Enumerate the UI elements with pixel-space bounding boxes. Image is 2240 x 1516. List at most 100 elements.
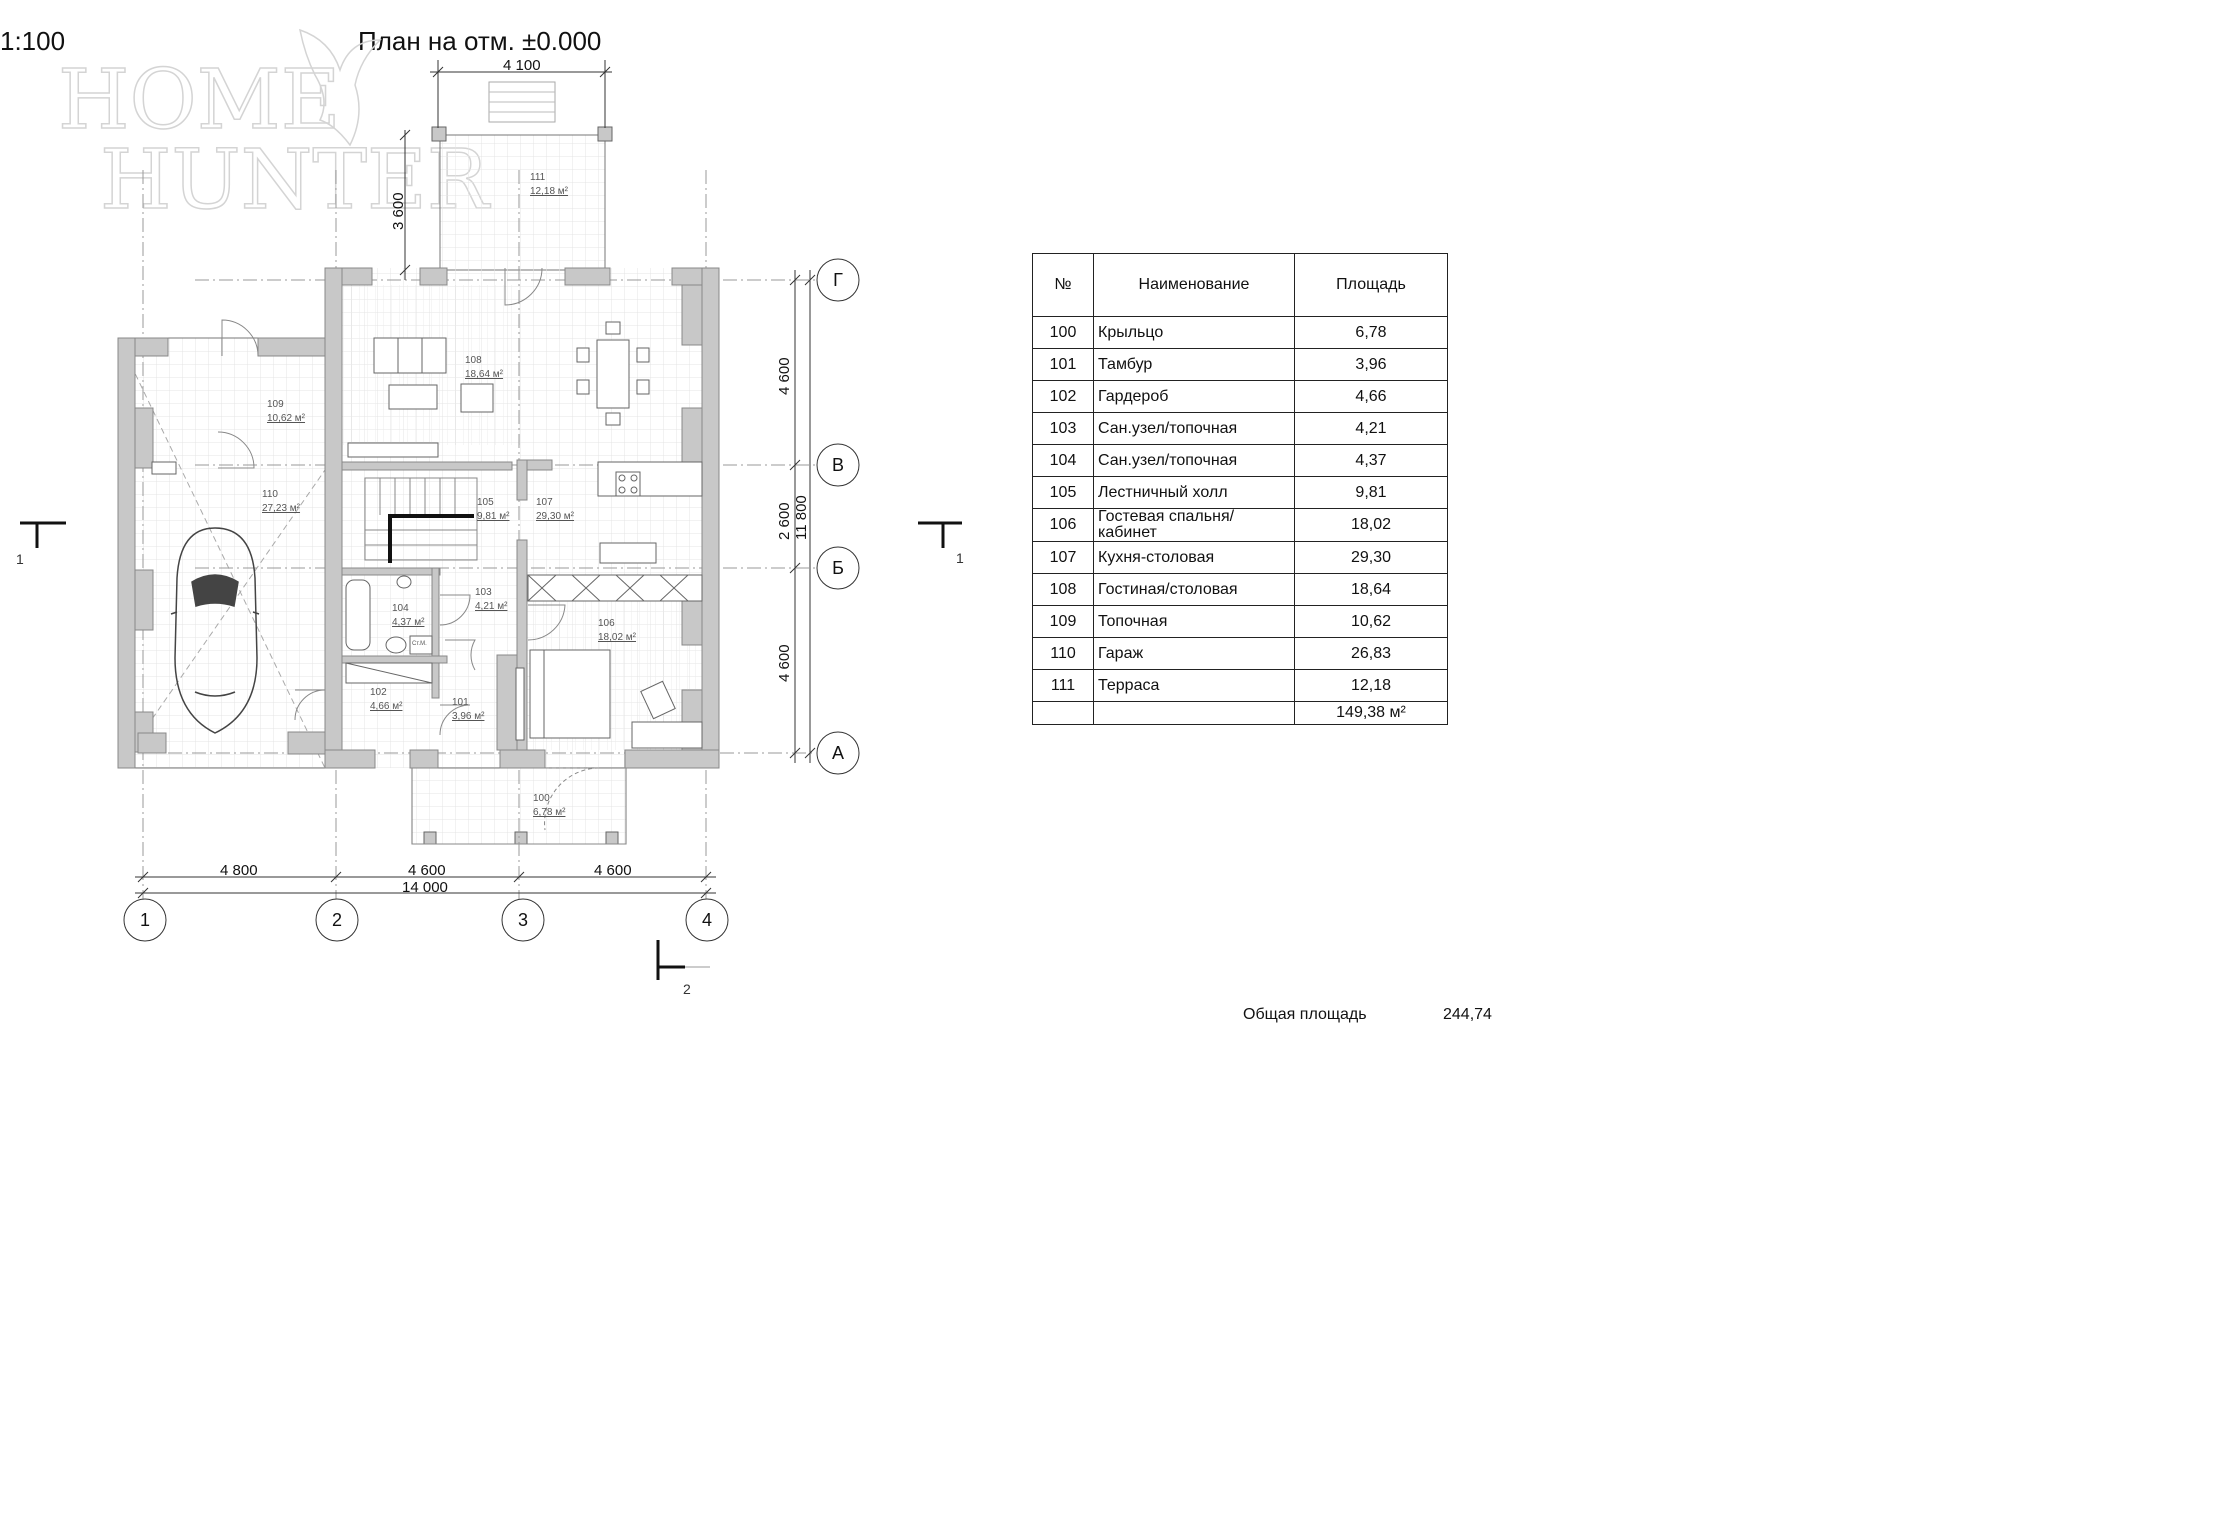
watermark-line1: HOME: [58, 53, 341, 148]
svg-text:4,37 м²: 4,37 м²: [392, 617, 425, 628]
svg-text:103: 103: [475, 587, 492, 598]
svg-text:10,62 м²: 10,62 м²: [267, 413, 306, 424]
svg-text:105: 105: [477, 497, 494, 508]
axis-row-b: Б: [832, 558, 844, 578]
svg-text:104: 104: [392, 603, 409, 614]
svg-text:27,23 м²: 27,23 м²: [262, 503, 301, 514]
svg-text:108: 108: [465, 355, 482, 366]
svg-text:109: 109: [267, 399, 284, 410]
watermark: HOME HUNTER: [57, 28, 492, 229]
col-header-area: Площадь: [1294, 253, 1448, 317]
dim-bottom-middle: 4 600: [408, 862, 446, 879]
dimension-lines: [135, 60, 816, 899]
dim-terrace-width: 4 100: [503, 57, 541, 74]
section-marks: [20, 521, 962, 980]
svg-text:29,30 м²: 29,30 м²: [536, 511, 575, 522]
axis-col-1: 1: [140, 910, 150, 930]
room-103: 103 4,21 м²: [475, 587, 508, 612]
car-icon: [170, 527, 260, 734]
axis-bubble-labels: Г В Б А 1 2 3 4: [140, 270, 844, 930]
dim-bottom-left: 4 800: [220, 862, 258, 879]
svg-text:12,18 м²: 12,18 м²: [530, 186, 569, 197]
staircase: [364, 477, 478, 563]
svg-text:9,81 м²: 9,81 м²: [477, 511, 510, 522]
svg-text:102: 102: [370, 687, 387, 698]
col-header-name: Наименование: [1093, 253, 1295, 317]
bathtub-icon: [345, 579, 371, 651]
dimension-labels: 4 100 3 600 4 600 2 600 11 800 4 600 4 8…: [220, 57, 810, 896]
eagle-icon: [299, 28, 382, 147]
room-110: 110 27,23 м²: [262, 489, 301, 514]
section-mark-bottom: 2: [683, 981, 691, 997]
room-labels: 111 12,18 м² 108 18,64 м² 109 10,62 м² 110 2…: [262, 172, 637, 818]
washbasin-icon: [385, 636, 407, 654]
axis-col-3: 3: [518, 910, 528, 930]
armchair-icon: [460, 383, 494, 413]
axis-row-a: А: [832, 743, 844, 763]
section-mark-left: 1: [16, 551, 24, 567]
dining-table-icon: [596, 339, 630, 409]
svg-text:3,96 м²: 3,96 м²: [452, 711, 485, 722]
room-111: 111 12,18 м²: [530, 172, 569, 197]
room-101: 101 3,96 м²: [452, 697, 485, 722]
terrace-111: [431, 81, 613, 271]
dim-terrace-depth: 3 600: [390, 192, 407, 230]
room-100: 100 6,78 м²: [533, 793, 566, 818]
section-mark-right: 1: [956, 550, 964, 566]
table-total: 149,38 м²: [1294, 701, 1448, 725]
floor-plan: HOME HUNTER: [16, 28, 964, 997]
toilet-icon: [396, 575, 412, 589]
svg-text:111: 111: [530, 172, 546, 183]
svg-text:100: 100: [533, 793, 550, 804]
desk-chair-icon: [640, 680, 676, 720]
room-106: 106 18,02 м²: [598, 618, 637, 643]
dim-bottom-right: 4 600: [594, 862, 632, 879]
room-109: 109 10,62 м²: [267, 399, 306, 424]
wardrobe-icon: [527, 574, 703, 602]
svg-text:101: 101: [452, 697, 469, 708]
drawing-title: План на отм. ±0.000: [358, 26, 602, 56]
total-area-label: Общая площадь: [1243, 1006, 1367, 1023]
axis-bubbles: [123, 258, 860, 942]
table-header-row: № Наименование Площадь: [1032, 253, 1448, 317]
axis-row-g: Г: [833, 270, 843, 290]
room-104: 104 4,37 м²: [392, 603, 425, 628]
svg-text:18,64 м²: 18,64 м²: [465, 369, 504, 380]
total-area-value: 244,74: [1443, 1006, 1492, 1023]
furniture: [151, 321, 703, 749]
room-107: 107 29,30 м²: [536, 497, 575, 522]
coffee-table-icon: [388, 384, 438, 410]
svg-text:4,21 м²: 4,21 м²: [475, 601, 508, 612]
dim-bottom-total: 14 000: [402, 879, 448, 896]
room-105: 105 9,81 м²: [477, 497, 510, 522]
svg-text:106: 106: [598, 618, 615, 629]
dim-right-lower: 4 600: [776, 644, 793, 682]
kitchen-counter-icon: [597, 461, 703, 497]
dim-right-upper: 4 600: [776, 357, 793, 395]
drawing-scale: 1:100: [0, 26, 66, 56]
col-header-number: №: [1032, 253, 1094, 317]
doors: [217, 267, 601, 831]
dim-right-middle: 2 600: [776, 502, 793, 540]
axis-col-2: 2: [332, 910, 342, 930]
axis-row-v: В: [832, 455, 844, 475]
axis-col-4: 4: [702, 910, 712, 930]
svg-text:4,66 м²: 4,66 м²: [370, 701, 403, 712]
svg-text:6,78 м²: 6,78 м²: [533, 807, 566, 818]
svg-text:107: 107: [536, 497, 553, 508]
svg-text:18,02 м²: 18,02 м²: [598, 632, 637, 643]
room-108: 108 18,64 м²: [465, 355, 504, 380]
svg-text:110: 110: [262, 489, 278, 500]
fixture-label: Ст.М.: [412, 641, 427, 647]
